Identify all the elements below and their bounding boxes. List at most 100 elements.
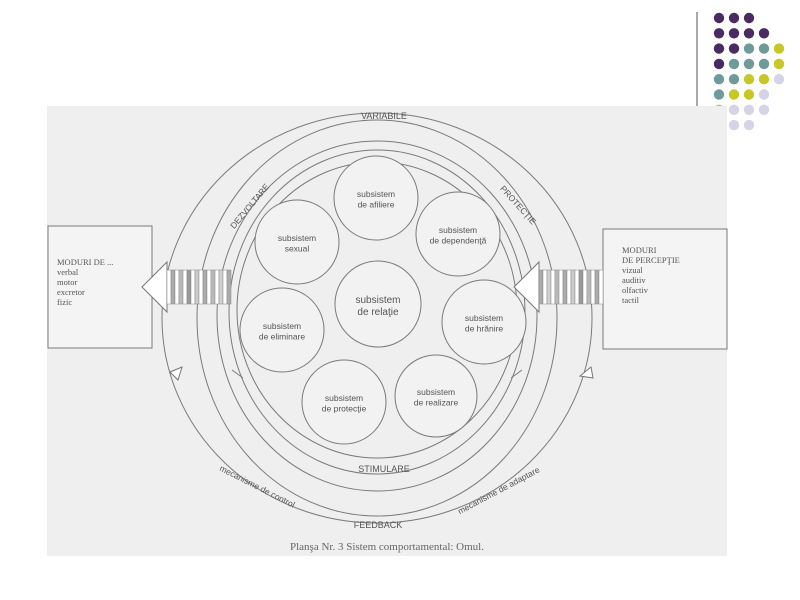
figure-caption: Planşa Nr. 3 Sistem comportamental: Omul… <box>289 541 484 553</box>
decor-dot <box>713 28 725 39</box>
subsystem-label: subsistem <box>278 233 316 243</box>
right-arrow-stripe <box>554 269 560 305</box>
left-arrow-stripe <box>222 269 228 305</box>
decor-dot <box>713 74 725 85</box>
decor-dot <box>713 89 725 100</box>
right-arrow-stripe <box>538 269 544 305</box>
left-box-item: fizic <box>57 297 73 307</box>
right-box-title: MODURI <box>622 245 657 255</box>
subsystem-label: de protecţie <box>322 404 367 414</box>
left-arrow-stripe <box>174 269 180 305</box>
label-protectie: PROTECȚIE <box>498 184 538 227</box>
right-box-item: vizual <box>622 265 643 275</box>
subsystem-label: subsistem <box>417 387 455 397</box>
right-arrow-stripe <box>578 269 584 305</box>
decor-dot <box>728 104 740 116</box>
subsystem-circle-shape <box>415 191 501 277</box>
right-input-box <box>602 228 728 350</box>
decor-dot <box>758 28 770 39</box>
subsystem-label: subsistem <box>325 393 363 403</box>
decor-dot <box>773 43 785 54</box>
decor-dot <box>758 58 770 70</box>
subsystem-label: de dependenţă <box>430 236 487 246</box>
decor-dot <box>743 58 755 70</box>
decor-dot <box>743 74 755 85</box>
decor-dot <box>713 58 725 70</box>
left-arrow-stripe <box>178 269 184 305</box>
right-input-arrow <box>513 260 604 314</box>
left-arrow-stripe <box>226 269 232 305</box>
decor-dot <box>773 58 785 70</box>
subsystem-label: subsistem <box>357 189 395 199</box>
left-box-item: motor <box>57 277 78 287</box>
right-box-item: auditiv <box>622 275 646 285</box>
subsystem-label: sexual <box>285 244 310 254</box>
label-variabile: VARIABILE <box>361 111 407 121</box>
right-arrow-stripe <box>546 269 552 305</box>
label-feedback: FEEDBACK <box>354 520 403 530</box>
decor-dot <box>743 43 755 54</box>
right-box-subtitle: DE PERCEPŢIE <box>622 255 680 265</box>
right-arrow-stripe <box>594 269 600 305</box>
left-arrow-stripe <box>218 269 224 305</box>
subsystem-label: subsistem <box>465 313 503 323</box>
right-box-text: MODURI DE PERCEPŢIE vizual auditiv olfac… <box>622 245 680 305</box>
decor-dot <box>728 58 740 70</box>
ring-feedback <box>161 112 593 524</box>
left-arrow-stripe <box>182 269 188 305</box>
left-arrow-stripe <box>186 269 192 305</box>
right-feedback-arrow <box>578 366 594 379</box>
decor-dot <box>728 89 740 100</box>
left-box-item: excretor <box>57 287 85 297</box>
subsystem-circle-shape <box>394 354 478 438</box>
subsystem-label: subsistem <box>439 225 477 235</box>
decor-dot <box>728 12 740 24</box>
right-arrow-stripe <box>570 269 576 305</box>
decor-dot <box>728 28 740 39</box>
decor-dot <box>743 104 755 116</box>
left-box-item: verbal <box>57 267 79 277</box>
subsystem-circle-shape <box>333 155 419 241</box>
subsystem-label: de relaţie <box>357 307 399 318</box>
subsystem-label: de realizare <box>414 398 459 408</box>
right-arrow-stripe <box>586 269 592 305</box>
decor-dot <box>743 12 755 24</box>
left-output-box <box>47 225 153 349</box>
left-arrow-stripe <box>194 269 200 305</box>
ring-ticks <box>231 369 523 379</box>
right-arrow-stripe <box>550 269 556 305</box>
right-arrow-stripe <box>590 269 596 305</box>
left-arrow-stripe <box>202 269 208 305</box>
subsystem-circle-shape <box>254 199 340 285</box>
left-arrow-stripe <box>166 269 172 305</box>
ring-variabile <box>196 119 558 517</box>
left-arrow-stripe <box>210 269 216 305</box>
right-arrow-stripe <box>562 269 568 305</box>
subsystem-label: de eliminare <box>259 332 306 342</box>
subsystem-circle-shape <box>301 359 387 445</box>
left-box-title: MODURI DE ... <box>57 257 114 267</box>
subsystem-label: subsistem <box>263 321 301 331</box>
decor-dot <box>758 74 770 85</box>
decor-dot <box>773 74 785 85</box>
right-arrow-stripe <box>566 269 572 305</box>
left-output-arrow <box>141 260 232 314</box>
right-arrow-stripe <box>542 269 548 305</box>
left-arrow-stripe <box>206 269 212 305</box>
right-arrow-stripe <box>558 269 564 305</box>
decor-dot <box>713 43 725 54</box>
decor-dot <box>758 43 770 54</box>
left-arrow-stripe <box>198 269 204 305</box>
right-box-item: tactil <box>622 295 639 305</box>
decor-dot <box>758 104 770 116</box>
subsystem-circle-shape <box>239 287 325 373</box>
